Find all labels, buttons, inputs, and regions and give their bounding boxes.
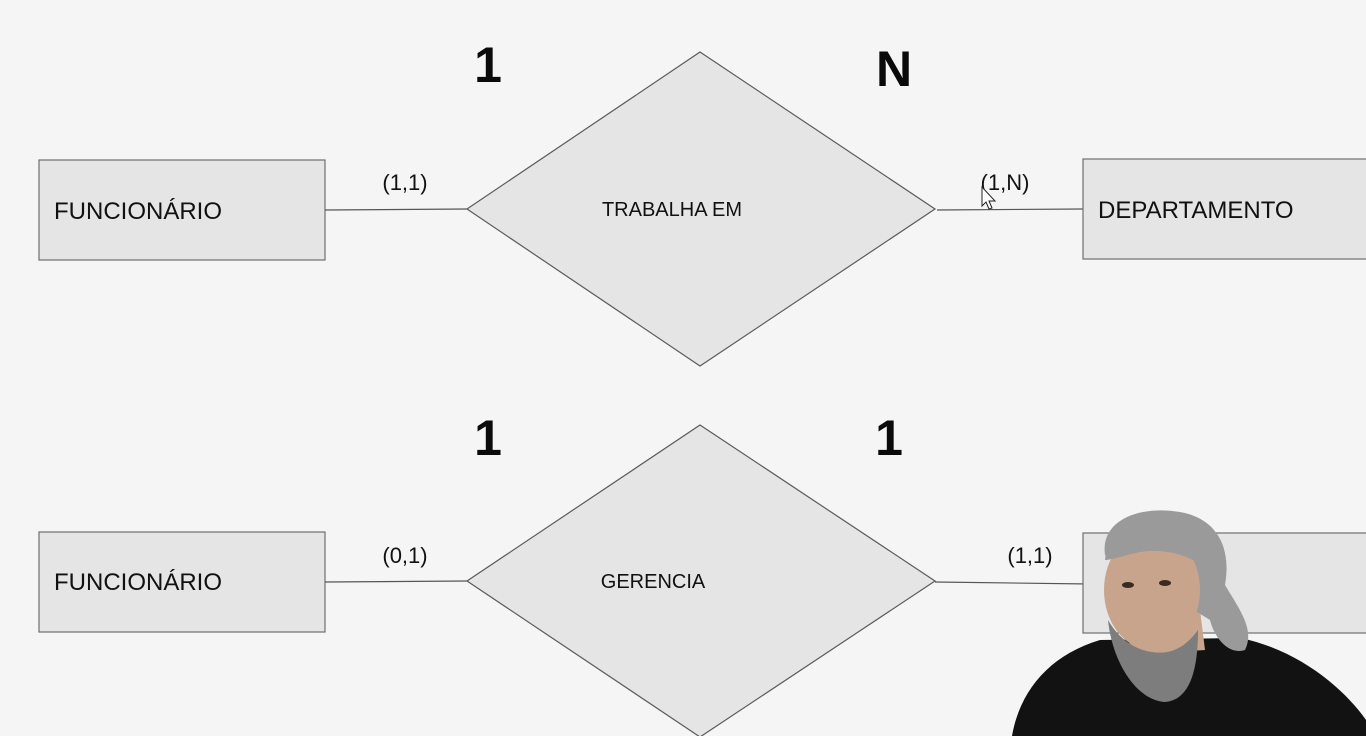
- relationship-trabalha-em-diamond[interactable]: [465, 51, 937, 367]
- cardinality-right: (1,1): [1007, 543, 1052, 568]
- relationship-gerencia-label: GERENCIA: [601, 571, 706, 593]
- entity-funcionario-label: FUNCIONÁRIO: [54, 198, 222, 225]
- entity-funcionario-box[interactable]: [38, 159, 326, 261]
- big-cardinality-right: 1: [875, 410, 903, 466]
- big-cardinality-left: 1: [474, 37, 502, 93]
- entity-departamento-box[interactable]: [1082, 158, 1366, 260]
- big-cardinality-right: N: [876, 41, 912, 97]
- cardinality-left: (0,1): [382, 543, 427, 568]
- relationship-trabalha-em-label: TRABALHA EM: [602, 199, 742, 221]
- connector-left: [324, 208, 468, 211]
- diagram-trabalha-em: 1 N FUNCIONÁRIO (1,1) TRABALHA EM (1,N) …: [38, 37, 1366, 367]
- entity-funcionario-box[interactable]: [38, 531, 326, 633]
- connector-right: [936, 208, 1084, 211]
- cardinality-left: (1,1): [382, 170, 427, 195]
- mouse-cursor-icon: [981, 185, 997, 210]
- big-cardinality-left: 1: [474, 410, 502, 466]
- connector-left: [324, 580, 468, 583]
- presenter-webcam-icon: [1012, 510, 1366, 736]
- cardinality-right: (1,N): [981, 170, 1030, 195]
- connector-right: [934, 581, 1091, 585]
- relationship-gerencia-diamond[interactable]: [465, 424, 937, 736]
- entity-funcionario-label: FUNCIONÁRIO: [54, 569, 222, 596]
- entity-departamento-label: DEPARTAMENTO: [1098, 197, 1294, 224]
